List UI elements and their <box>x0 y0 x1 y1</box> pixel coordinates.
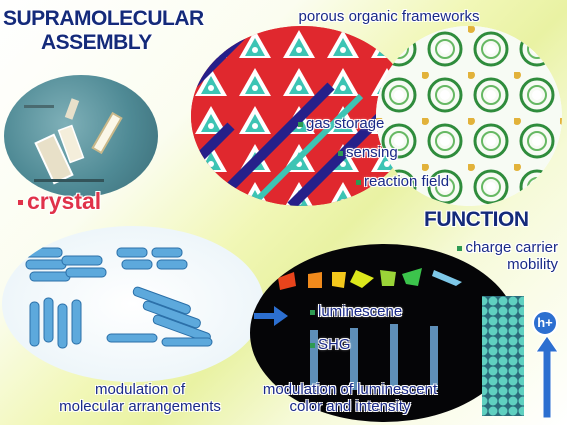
crystal-label-text: crystal <box>27 188 102 214</box>
luminescent-samples-photo <box>250 244 518 422</box>
arrangement-caption-line1: modulation of <box>94 381 186 398</box>
tag-luminescene: luminescene <box>310 303 402 320</box>
main-title-line2: ASSEMBLY <box>41 31 152 54</box>
tag-charge-carrier-line2: mobility <box>507 256 558 273</box>
right-arrow-icon <box>254 306 288 326</box>
framework-structure-2 <box>376 26 562 206</box>
tag-bullet <box>310 342 315 348</box>
tag-gas-storage: gas storage <box>298 115 384 132</box>
main-title: SUPRAMOLECULAR ASSEMBLY <box>3 7 223 55</box>
molecular-arrangement-image <box>2 226 264 382</box>
tag-luminescene-text: luminescene <box>318 303 403 320</box>
tag-bullet <box>356 179 361 185</box>
tag-shg-text: SHG <box>318 336 351 353</box>
tag-reaction-field-text: reaction field <box>364 173 450 190</box>
upward-arrow-icon <box>535 335 559 419</box>
frameworks-caption: porous organic frameworks <box>298 8 480 25</box>
tag-shg: SHG <box>310 336 351 353</box>
tag-bullet <box>310 309 315 315</box>
arrangement-caption-line2: molecular arrangements <box>59 398 221 415</box>
main-title-line1: SUPRAMOLECULAR <box>3 7 204 30</box>
hole-symbol: h+ <box>537 315 553 330</box>
tag-reaction-field: reaction field <box>356 173 449 190</box>
tag-gas-storage-text: gas storage <box>306 115 385 132</box>
crystal-label: crystal <box>18 188 101 214</box>
tag-sensing: sensing <box>338 144 398 161</box>
luminescent-caption-line2: color and intensity <box>289 398 411 415</box>
tag-sensing-text: sensing <box>346 144 398 161</box>
tag-charge-carrier-line1-row: charge carrier <box>420 239 558 256</box>
hole-symbol-badge: h+ <box>532 310 558 336</box>
luminescent-caption: modulation of luminescent color and inte… <box>240 381 460 415</box>
crystal-bullet <box>18 200 23 206</box>
tag-bullet <box>298 121 303 127</box>
crystal-photo <box>4 75 158 197</box>
luminescent-caption-line1: modulation of luminescent <box>262 381 438 398</box>
function-title: FUNCTION <box>424 208 529 231</box>
arrangement-caption: modulation of molecular arrangements <box>40 381 240 415</box>
tag-charge-carrier-line1: charge carrier <box>465 239 558 256</box>
stacked-column-structure <box>478 296 528 416</box>
tag-charge-carrier: charge carrier mobility <box>420 239 558 273</box>
tag-bullet <box>338 150 343 156</box>
tag-bullet <box>457 245 463 251</box>
